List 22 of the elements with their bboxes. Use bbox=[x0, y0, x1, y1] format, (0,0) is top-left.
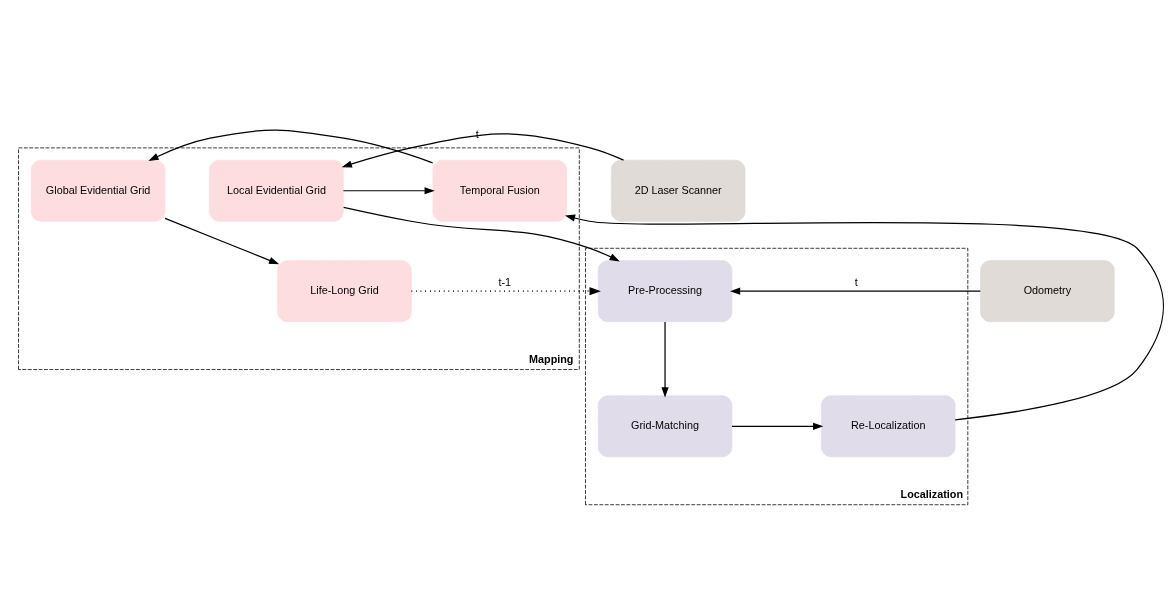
arrow bbox=[164, 217, 280, 264]
arrow bbox=[341, 132, 625, 167]
node-box: Grid-Matching bbox=[597, 394, 733, 457]
node-box: Odometry bbox=[980, 259, 1115, 322]
edge-label: t bbox=[475, 127, 479, 140]
node-box: Life-Long Grid bbox=[277, 259, 412, 322]
node-box: Local Evidential Grid bbox=[209, 159, 344, 222]
node-box: Temporal Fusion bbox=[432, 159, 567, 222]
node-box: Re-Localization bbox=[821, 394, 956, 457]
arrow bbox=[564, 214, 1165, 420]
arrow bbox=[343, 206, 620, 261]
node-box: 2D Laser Scanner bbox=[610, 159, 746, 222]
arrow bbox=[410, 286, 601, 295]
edge-label: t bbox=[854, 275, 858, 288]
edge-label: t-1 bbox=[498, 275, 512, 288]
node-box: Global Evidential Grid bbox=[30, 159, 166, 222]
arrow bbox=[731, 422, 824, 430]
node-box: Pre-Processing bbox=[597, 259, 733, 322]
arrow bbox=[730, 287, 981, 295]
arrow bbox=[661, 320, 669, 398]
arrow bbox=[148, 129, 434, 163]
arrow bbox=[342, 186, 435, 194]
